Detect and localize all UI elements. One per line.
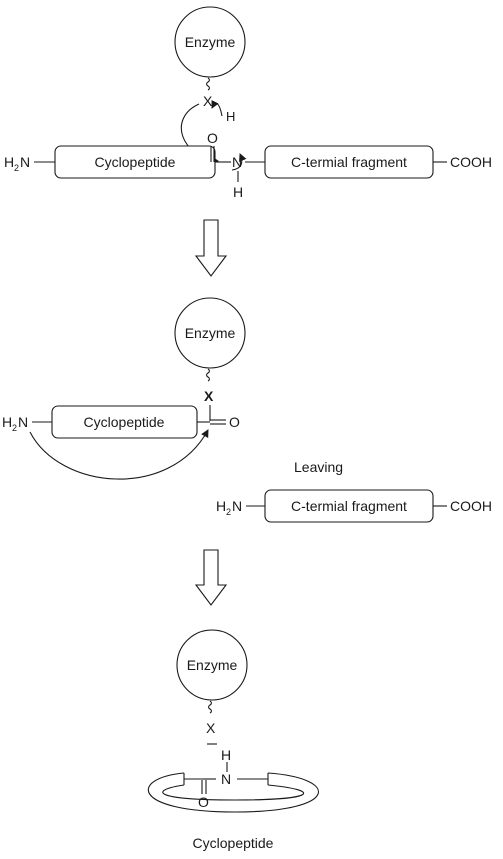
proton-h-1: H xyxy=(226,109,235,124)
cyclopeptide-ring xyxy=(147,772,319,813)
enzyme-label-1: Enzyme xyxy=(185,34,236,50)
step-1: Enzyme X H H 2 N Cyclopeptide O N H C-te… xyxy=(4,6,492,200)
enzyme-circle-1 xyxy=(174,6,246,78)
c-fragment-label-1: C-termial fragment xyxy=(291,154,407,170)
process-arrow-2 xyxy=(194,549,228,606)
amide-h-1: H xyxy=(233,184,243,200)
carbonyl-o-1: O xyxy=(207,130,218,146)
enzyme-circle-2 xyxy=(174,297,246,369)
proton-transfer-arrow-1 xyxy=(211,99,223,117)
wavy-bond-3 xyxy=(207,700,213,714)
c-fragment-label-2: C-termial fragment xyxy=(291,498,407,514)
wavy-bond-2 xyxy=(205,368,211,382)
nucleophile-x-1: X xyxy=(203,93,213,109)
amine-h-1: H xyxy=(4,154,14,170)
step-2: Enzyme X H 2 N Cyclopeptide O Leaving H … xyxy=(2,297,492,523)
nucleophile-x-3: X xyxy=(206,720,216,736)
cooh-label-1: COOH xyxy=(450,154,492,170)
enzyme-circle-3 xyxy=(176,629,248,701)
cyclopeptide-label-1: Cyclopeptide xyxy=(95,154,176,170)
product-label: Cyclopeptide xyxy=(193,835,274,851)
product-o: O xyxy=(198,794,209,810)
amine-n-2: N xyxy=(18,414,28,430)
cooh-label-2: COOH xyxy=(450,498,492,514)
amide-n-1: N xyxy=(232,154,242,170)
amine-sub-3: 2 xyxy=(226,507,231,517)
product-h: H xyxy=(221,747,231,763)
amine-h-2: H xyxy=(2,414,12,430)
step-3: Enzyme X N H O Cyclopeptide xyxy=(147,629,319,851)
amine-n-1: N xyxy=(20,154,30,170)
carbonyl-arrow-1 xyxy=(231,153,247,171)
leaving-label: Leaving xyxy=(294,459,343,475)
process-arrow-1 xyxy=(194,219,228,277)
cyclization-arrow-2 xyxy=(29,429,209,480)
amine-h-3: H xyxy=(216,498,226,514)
carbonyl-o-2: O xyxy=(229,414,240,430)
amine-sub-1: 2 xyxy=(14,163,19,173)
enzyme-label-3: Enzyme xyxy=(187,657,238,673)
enzyme-label-2: Enzyme xyxy=(185,325,236,341)
amine-n-3: N xyxy=(232,498,242,514)
cyclopeptide-label-2: Cyclopeptide xyxy=(84,414,165,430)
amine-sub-2: 2 xyxy=(12,423,17,433)
wavy-bond-1 xyxy=(205,77,211,91)
product-n: N xyxy=(221,771,231,787)
nucleophile-x-2: X xyxy=(204,388,214,404)
